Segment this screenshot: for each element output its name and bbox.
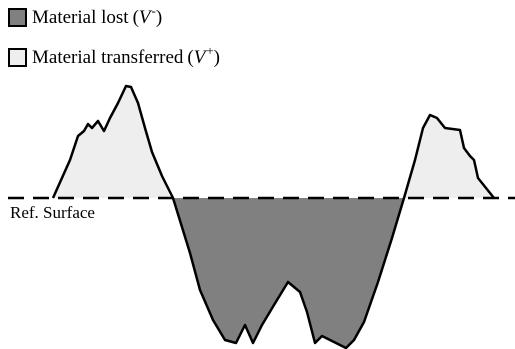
legend-symbol-lost-sup: - — [151, 3, 156, 18]
transferred-region-right — [404, 115, 494, 198]
legend-label-transferred: Material transferred — [32, 47, 184, 68]
legend-swatch-transferred — [8, 48, 27, 67]
transferred-region-left — [53, 86, 170, 198]
legend-label-lost: Material lost — [32, 7, 129, 28]
legend-symbol-transferred-letter: V — [193, 47, 206, 68]
legend-swatch-lost — [8, 8, 27, 27]
legend-symbol-lost-letter: V — [138, 7, 151, 28]
lost-region — [173, 198, 404, 348]
legend-item-material-lost: Material lost (V-) — [8, 3, 163, 28]
reference-surface-label: Ref. Surface — [10, 203, 95, 222]
surface-profile-outline — [51, 84, 495, 349]
legend-symbol-lost: (V-) — [132, 3, 163, 28]
legend-item-material-transferred: Material transferred (V+) — [8, 43, 220, 68]
legend-symbol-transferred: (V+) — [187, 43, 220, 68]
legend-symbol-transferred-sup: + — [206, 43, 214, 58]
